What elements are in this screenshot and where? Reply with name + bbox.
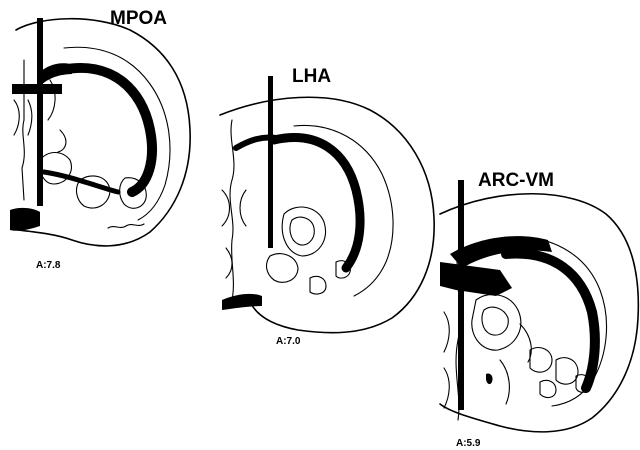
section-arc-vm: ARC-VM A:5.9 (440, 170, 638, 449)
arc-vm-region-label: ARC-VM (478, 170, 554, 191)
mpoa-electrode (37, 18, 43, 206)
lha-region-label: LHA (292, 66, 331, 87)
arc-vm-left-cortex (444, 312, 449, 408)
arc-vm-electrode-bar (440, 268, 476, 282)
arc-vm-coordinate-label: A:5.9 (456, 438, 481, 449)
mpoa-midline (22, 60, 24, 200)
lha-electrode (268, 76, 273, 248)
section-mpoa: MPOA A:7.8 (10, 8, 190, 271)
lha-optic-tract (222, 294, 262, 310)
mpoa-optic-tract (108, 224, 144, 228)
mpoa-electrode-head (38, 63, 72, 86)
arc-vm-outline (440, 194, 638, 432)
arc-vm-lateral-nuclei (500, 324, 590, 404)
arc-vm-fiber-tract (506, 254, 595, 388)
mpoa-optic-chiasm (10, 208, 40, 231)
mpoa-electrode-bar (12, 84, 62, 94)
section-lha: LHA A:7.0 (220, 66, 434, 347)
arc-vm-hippocampus (472, 295, 521, 351)
arc-vm-small-mark (486, 373, 493, 384)
arc-vm-electrode (458, 180, 464, 410)
lha-nuclei (267, 254, 351, 294)
lha-coordinate-label: A:7.0 (276, 336, 301, 347)
lha-fiber-tract (274, 138, 360, 268)
lha-ventricle (222, 190, 246, 278)
mpoa-coordinate-label: A:7.8 (36, 260, 61, 271)
mpoa-region-label: MPOA (110, 8, 167, 29)
lha-fornix-oval (282, 207, 325, 256)
mpoa-fiber-tract (62, 68, 152, 192)
